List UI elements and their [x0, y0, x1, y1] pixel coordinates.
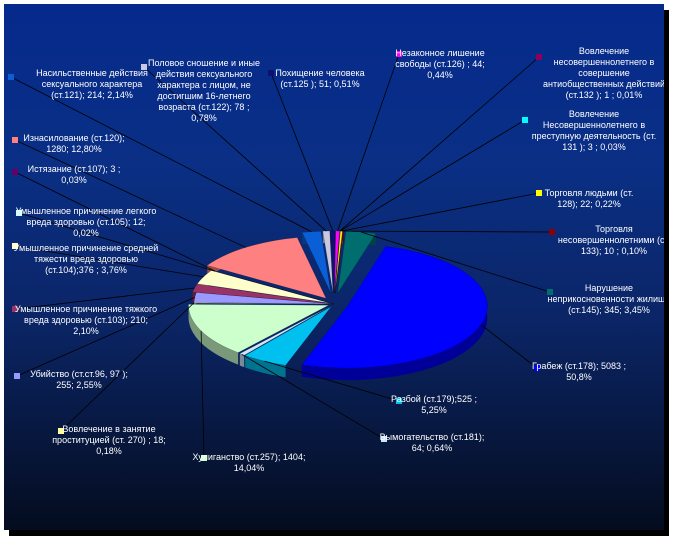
legend-swatch — [12, 169, 18, 175]
slice-label: Истязание (ст.107); 3 ;0,03% — [28, 164, 121, 185]
legend-swatch — [8, 74, 14, 80]
legend-swatch — [58, 428, 64, 434]
slice-label: Хулиганство (ст.257); 1404;14,04% — [193, 452, 306, 473]
legend-swatch — [547, 289, 553, 295]
leader-lines-layer — [10, 53, 553, 459]
pie-slice-side — [245, 355, 286, 378]
leader-line — [339, 119, 526, 232]
pie-slice — [301, 231, 332, 294]
legend-swatch — [396, 51, 402, 57]
leader-line — [480, 324, 538, 369]
pie-slice — [206, 237, 327, 299]
legend-swatch — [12, 306, 18, 312]
slice-label: Торговля людьми (ст.128); 22; 0,22% — [545, 188, 634, 209]
legend-swatch — [16, 210, 22, 216]
slice-label: Убийство (ст.ст.96, 97 );255; 2,55% — [30, 369, 128, 390]
legend-swatch — [12, 243, 18, 249]
leader-line — [241, 354, 385, 440]
leader-line — [18, 212, 216, 272]
pie-slice-side — [239, 353, 245, 368]
legend-swatch — [12, 137, 18, 143]
leader-line — [16, 297, 195, 377]
legend-swatch — [549, 229, 555, 235]
pie-slice — [301, 246, 488, 369]
leader-line — [270, 72, 334, 232]
legend-swatch — [536, 190, 542, 196]
legend-swatch — [14, 373, 20, 379]
slice-label: Похищение человека(ст.125 ); 51; 0,51% — [275, 68, 364, 89]
leader-line — [14, 245, 204, 278]
leader-line — [14, 139, 246, 248]
leader-line — [343, 230, 553, 233]
legend-swatch — [268, 70, 274, 76]
slice-label: Изнасилование (ст.120);1280; 12,80% — [23, 133, 124, 154]
legend-swatch — [201, 455, 207, 461]
legend-swatch — [381, 436, 387, 442]
leader-line — [337, 53, 400, 232]
slice-label: Разбой (ст.179);525 ;5,25% — [391, 394, 477, 415]
pie-slice — [330, 230, 336, 294]
leader-line — [341, 192, 540, 232]
leader-line — [10, 76, 312, 233]
slice-label: Вымогательство (ст.181);64; 0,64% — [380, 432, 485, 453]
leader-line — [200, 330, 205, 459]
leader-line — [14, 287, 195, 310]
legend-swatch — [141, 64, 147, 70]
leader-line — [339, 56, 540, 232]
leader-line — [143, 66, 327, 232]
slices-layer — [188, 230, 488, 381]
legend-swatch — [396, 398, 402, 404]
legend-swatch — [522, 117, 528, 123]
leader-line — [360, 231, 551, 293]
leader-line — [14, 171, 216, 272]
leader-line — [264, 360, 400, 402]
leader-line — [60, 302, 195, 432]
pie-slice-side — [188, 304, 239, 365]
legend-swatch — [534, 365, 540, 371]
legend-swatch — [536, 54, 542, 60]
slice-label: Грабеж (ст.178); 5083 ;50,8% — [532, 361, 626, 382]
